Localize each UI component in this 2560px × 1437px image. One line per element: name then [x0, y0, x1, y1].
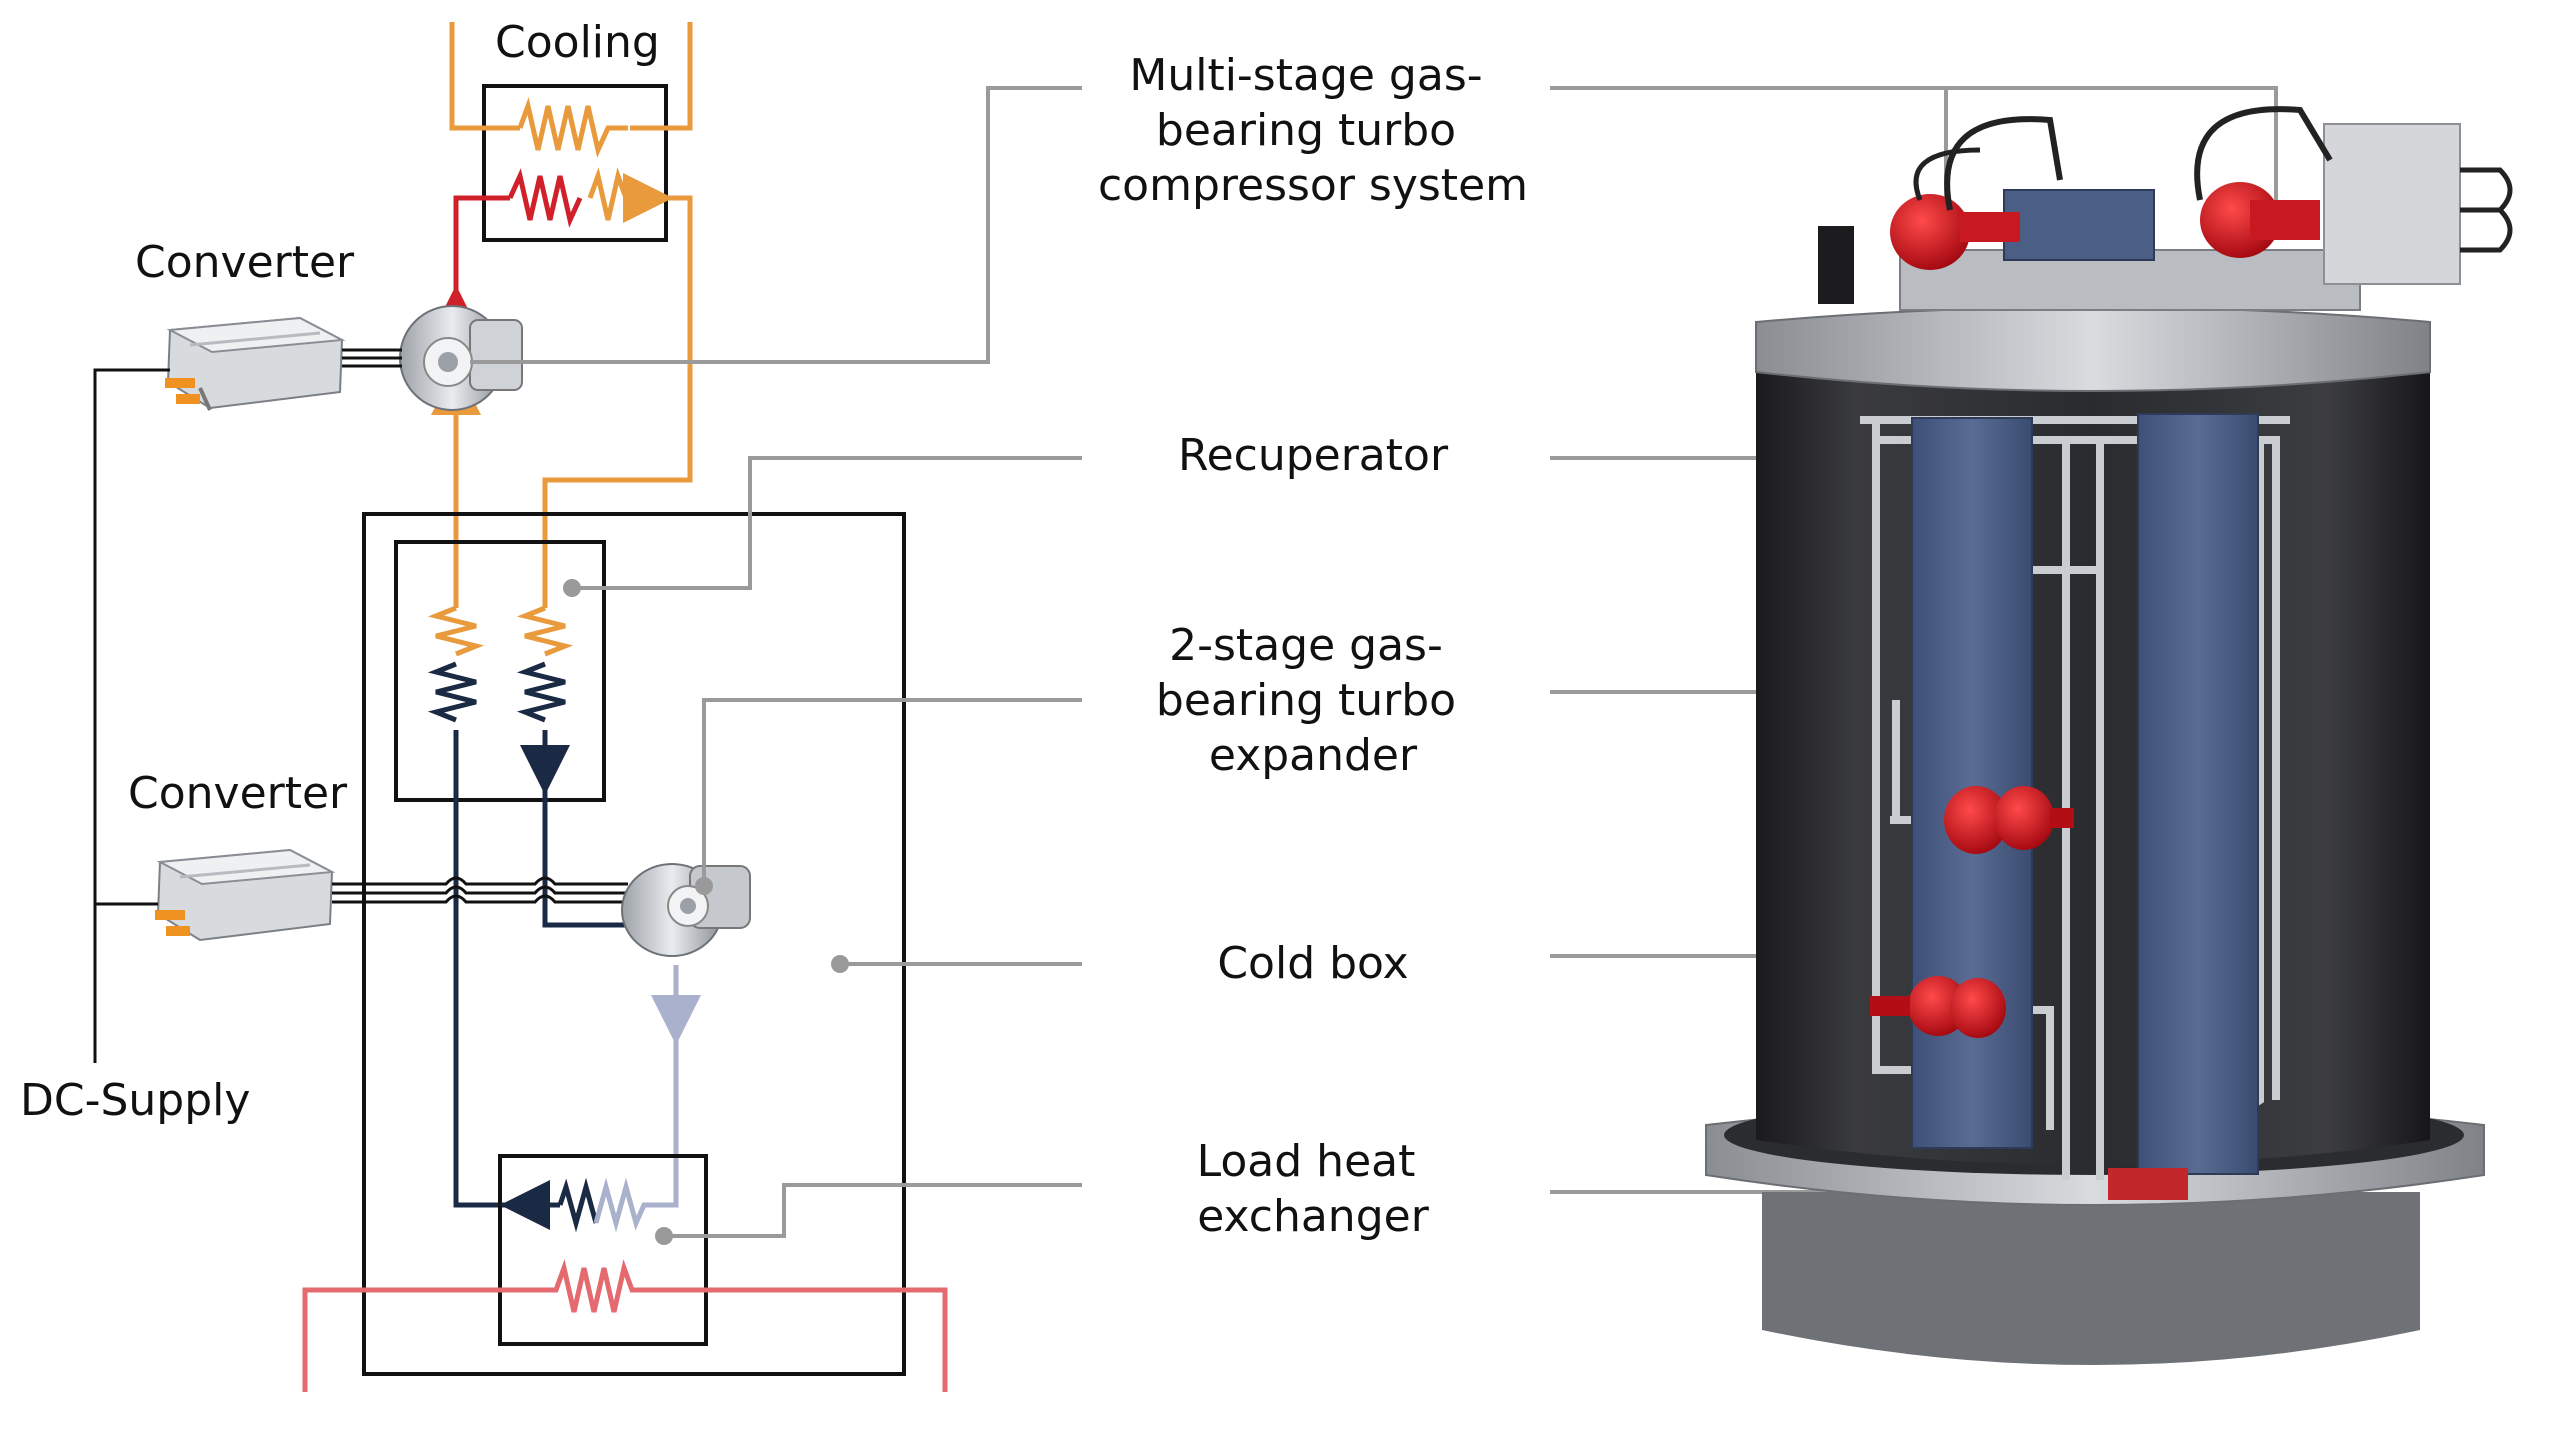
recuperator-coil-cold-left: [427, 661, 477, 723]
base-cylinder: [1762, 1192, 2420, 1365]
load-coil-navy: [557, 1177, 599, 1233]
callout-loadhx: Load heat exchanger: [1197, 1136, 1430, 1242]
dc-supply-wire: [93, 368, 170, 1063]
load-circuit-line: [302, 1259, 948, 1392]
schematic: Cooling Converte: [20, 17, 948, 1392]
leader-compressor-right: [1550, 86, 2278, 210]
callout-coldbox: Cold box: [1217, 938, 1408, 989]
cryostat-render: [1705, 106, 2513, 1365]
power-converter-icon-bottom: [155, 848, 336, 942]
converter-top-cables: [342, 348, 402, 368]
turbo-compressor-icon: [399, 305, 523, 411]
turbo-expander-icon: [621, 863, 751, 957]
converter-bottom-label: Converter: [128, 768, 348, 819]
recuperator-plate-left: [1911, 417, 2033, 1149]
cooling-label: Cooling: [495, 17, 660, 68]
cooling-coil-red: [507, 168, 583, 228]
cooling-coil-outlet: [587, 167, 673, 223]
leader-expander-left: [702, 698, 1082, 886]
expander-render: [1870, 786, 2074, 1038]
leader-compressor-left: [470, 86, 1082, 364]
power-converter-icon: [165, 316, 346, 411]
cooled-gas-line: [542, 195, 693, 570]
dc-supply-label: DC-Supply: [20, 1075, 250, 1126]
recuperator-to-expander-line: [542, 770, 650, 928]
cooling-coil-orange: [517, 97, 628, 158]
cold-box-frame: [362, 512, 906, 1376]
compressor-render: [1818, 106, 2513, 311]
recuperator-plate-right: [2137, 413, 2259, 1175]
callout-texts: Multi-stage gas- bearing turbo compresso…: [1098, 50, 1528, 1242]
leader-recuperator-left: [572, 456, 1082, 590]
hot-gas-line: [431, 195, 510, 335]
cooling-heat-exchanger-box: [482, 84, 668, 242]
load-hx-block: [2108, 1168, 2188, 1200]
cooling-water-line-out: [630, 22, 693, 131]
converter-top-label: Converter: [135, 237, 355, 288]
top-flange: [1755, 306, 2431, 392]
converter-bottom-cables: [332, 876, 628, 904]
callout-expander: 2-stage gas- bearing turbo expander: [1156, 620, 1470, 781]
cooling-water-line-in: [449, 22, 520, 131]
recuperator-coil-warm-left: [427, 605, 485, 657]
recuperator-coil-warm-right: [516, 605, 574, 657]
leader-loadhx-left: [664, 1183, 1082, 1238]
callout-compressor: Multi-stage gas- bearing turbo compresso…: [1098, 50, 1528, 211]
load-heat-exchanger-box: [498, 1154, 708, 1346]
load-coil-grey: [593, 1177, 650, 1233]
recuperator-coil-cold-right: [516, 661, 566, 723]
callout-recuperator: Recuperator: [1178, 430, 1449, 481]
vessel-body: [1756, 340, 2430, 1165]
expander-to-load-line: [650, 1020, 679, 1208]
recuperator-box: [394, 540, 606, 802]
